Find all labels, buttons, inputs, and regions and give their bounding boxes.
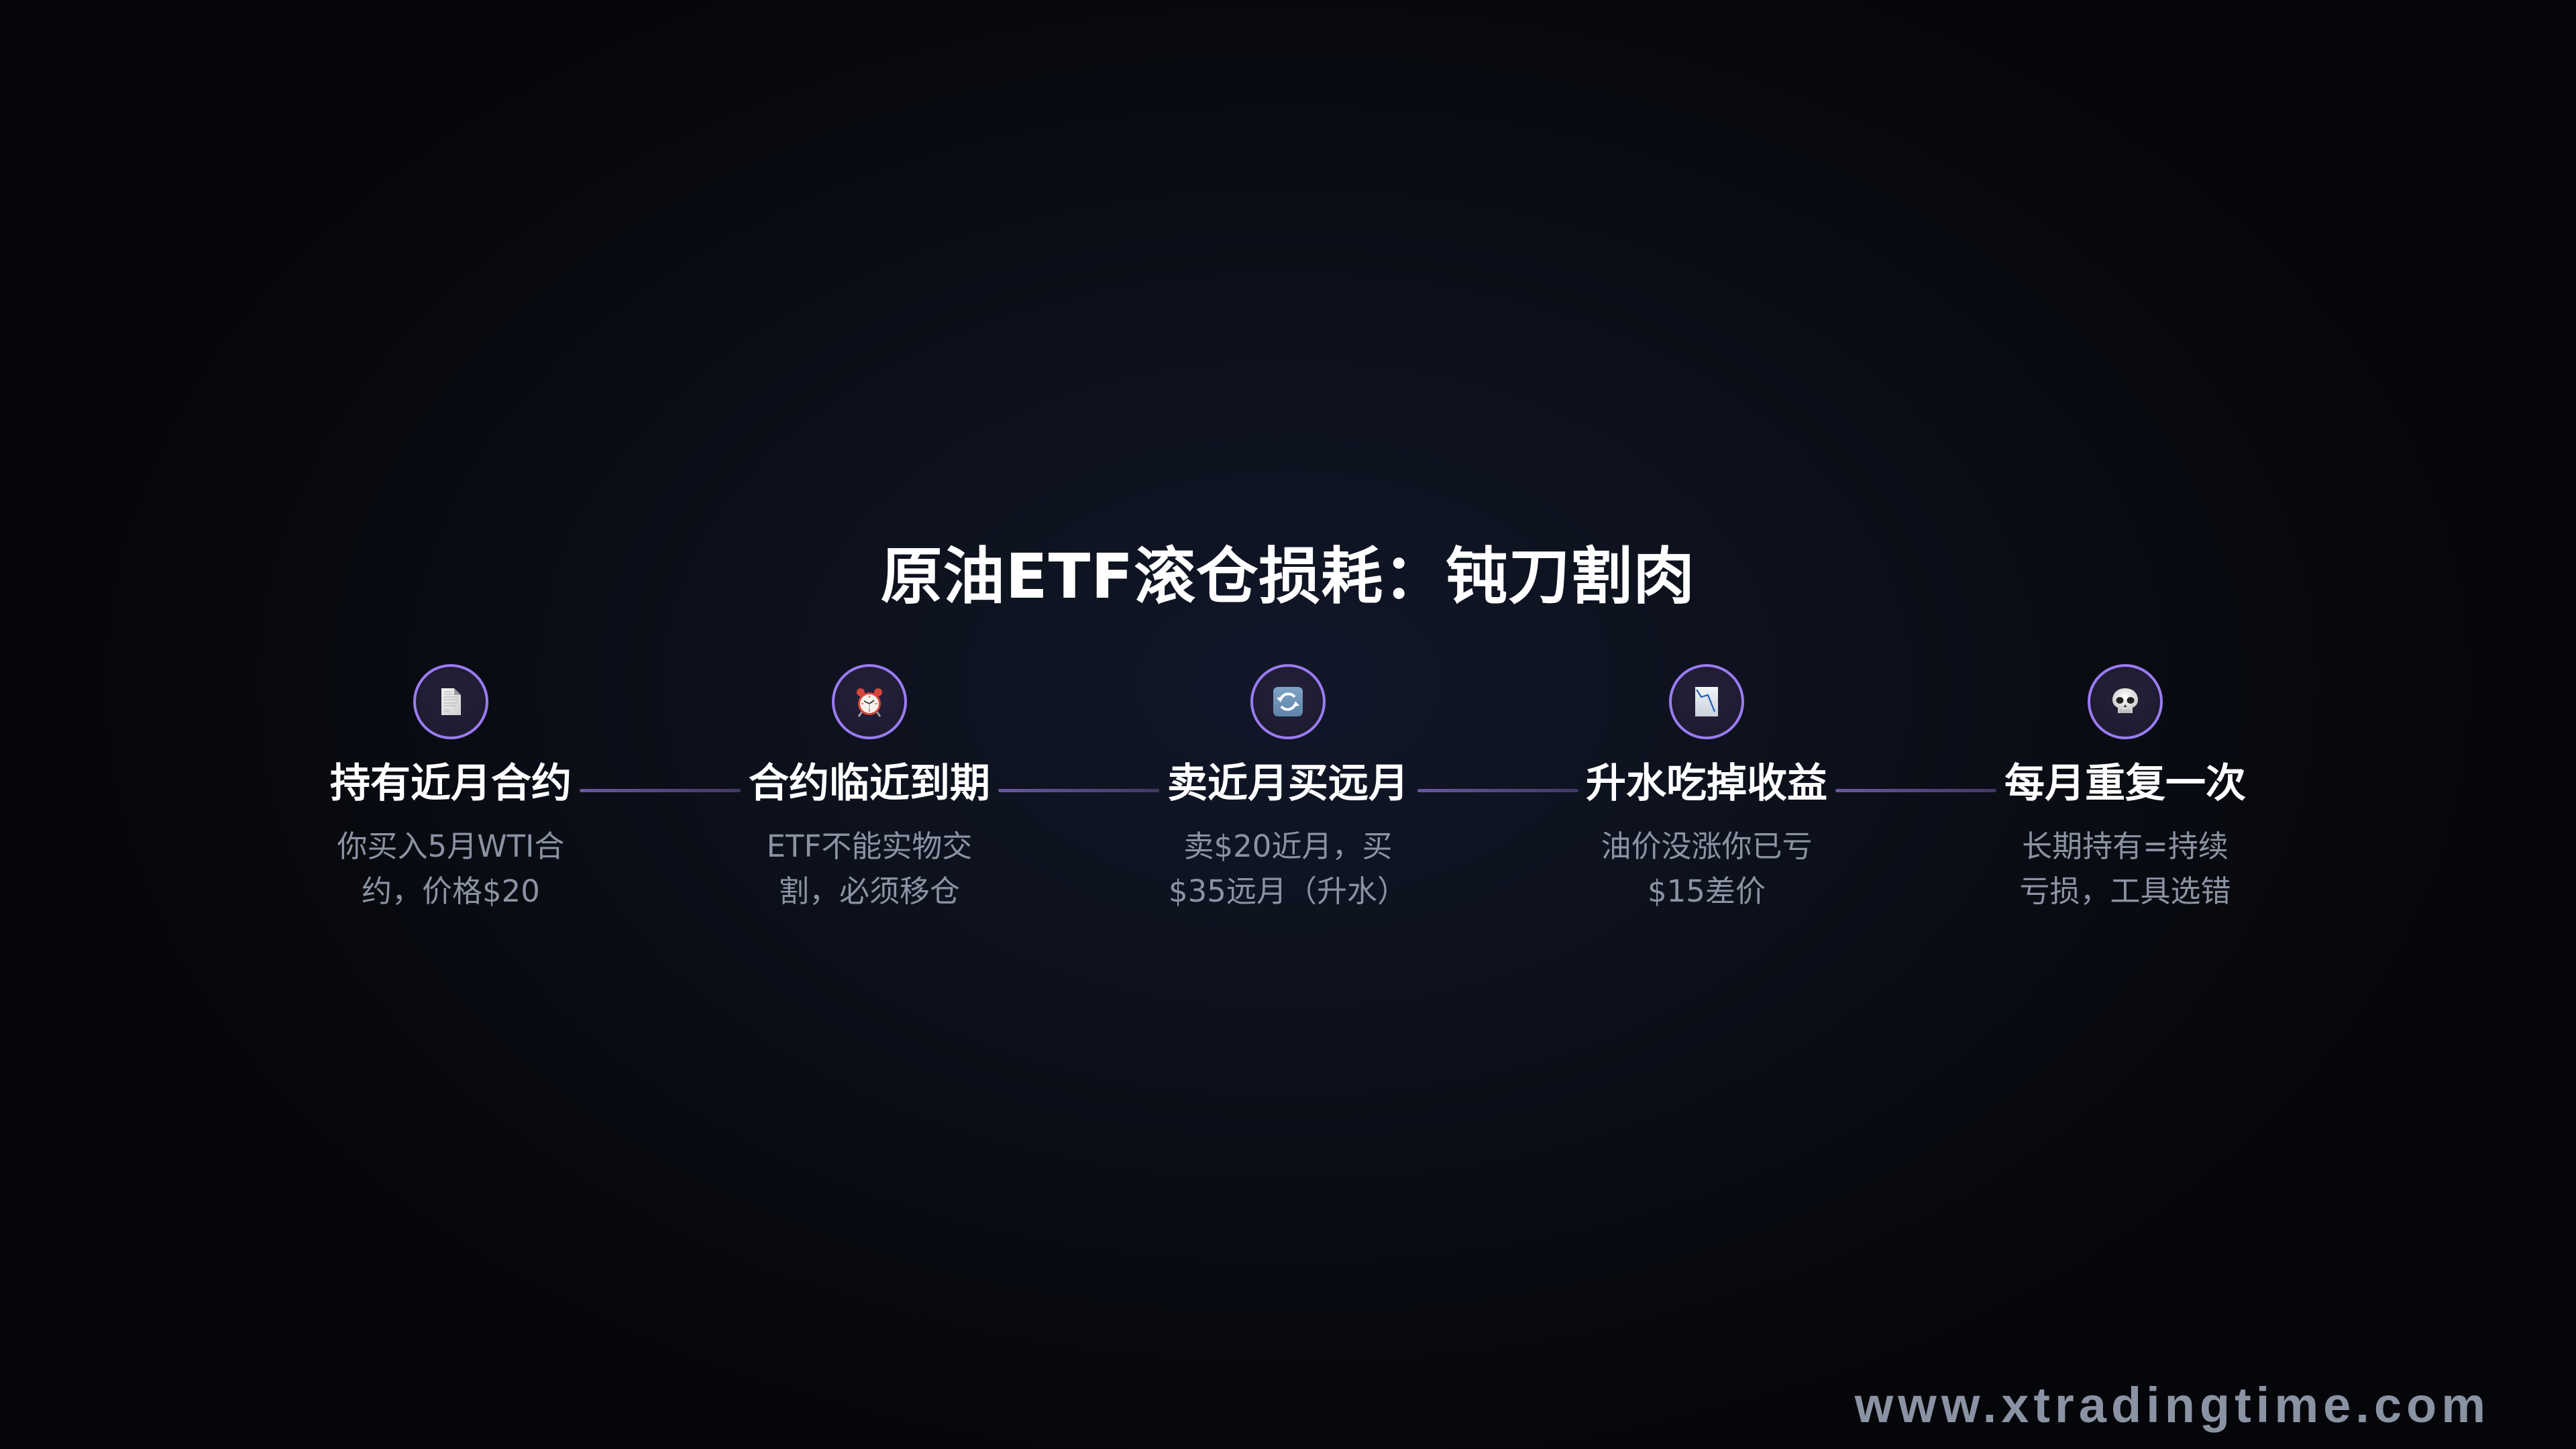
- website-watermark: www.xtradingtime.com: [1854, 1377, 2490, 1433]
- step-description: 你买入5月WTI合 约，价格$20: [303, 824, 598, 914]
- step-icon-circle: [1669, 664, 1744, 739]
- step-heading: 每月重复一次: [2004, 760, 2246, 807]
- step-icon-circle: [1250, 664, 1326, 739]
- step-description-line: $15差价: [1648, 873, 1766, 909]
- connector-line-2-3: [998, 789, 1159, 792]
- step-description-line: 割，必须移仓: [778, 873, 960, 909]
- step-heading: 合约临近到期: [749, 760, 990, 807]
- step-description: 长期持有=持续 亏损，工具选错: [1978, 824, 2273, 914]
- step-heading: 升水吃掉收益: [1586, 760, 1827, 807]
- step-heading: 卖近月买远月: [1167, 760, 1409, 807]
- chart-decreasing-icon: [1690, 685, 1723, 718]
- skull-icon: [2108, 685, 2142, 718]
- step-description-line: 亏损，工具选错: [2019, 873, 2231, 909]
- step-description: 卖$20近月，买 $35远月（升水）: [1140, 824, 1436, 914]
- step-description-line: 你买入5月WTI合: [337, 828, 565, 864]
- page-document-icon: [434, 685, 468, 718]
- step-description-line: 约，价格$20: [362, 873, 540, 909]
- step-description-line: 油价没涨你已亏: [1601, 828, 1813, 864]
- connector-line-4-5: [1835, 789, 1996, 792]
- step-description: 油价没涨你已亏 $15差价: [1559, 824, 1854, 914]
- step-icon-circle: [2088, 664, 2163, 739]
- step-description-line: ETF不能实物交: [766, 828, 973, 864]
- step-description-line: 长期持有=持续: [2022, 828, 2229, 864]
- refresh-arrows-icon: [1271, 685, 1305, 718]
- step-icon-circle: [832, 664, 907, 739]
- page-title: 原油ETF滚仓损耗：钝刀割肉: [880, 541, 1696, 612]
- step-icon-circle: [413, 664, 488, 739]
- step-description-line: $35远月（升水）: [1169, 873, 1407, 909]
- step-description: ETF不能实物交 割，必须移仓: [722, 824, 1017, 914]
- connector-line-1-2: [580, 789, 741, 792]
- step-description-line: 卖$20近月，买: [1183, 828, 1393, 864]
- connector-line-3-4: [1417, 789, 1578, 792]
- alarm-clock-icon: [853, 685, 886, 718]
- step-heading: 持有近月合约: [330, 760, 572, 807]
